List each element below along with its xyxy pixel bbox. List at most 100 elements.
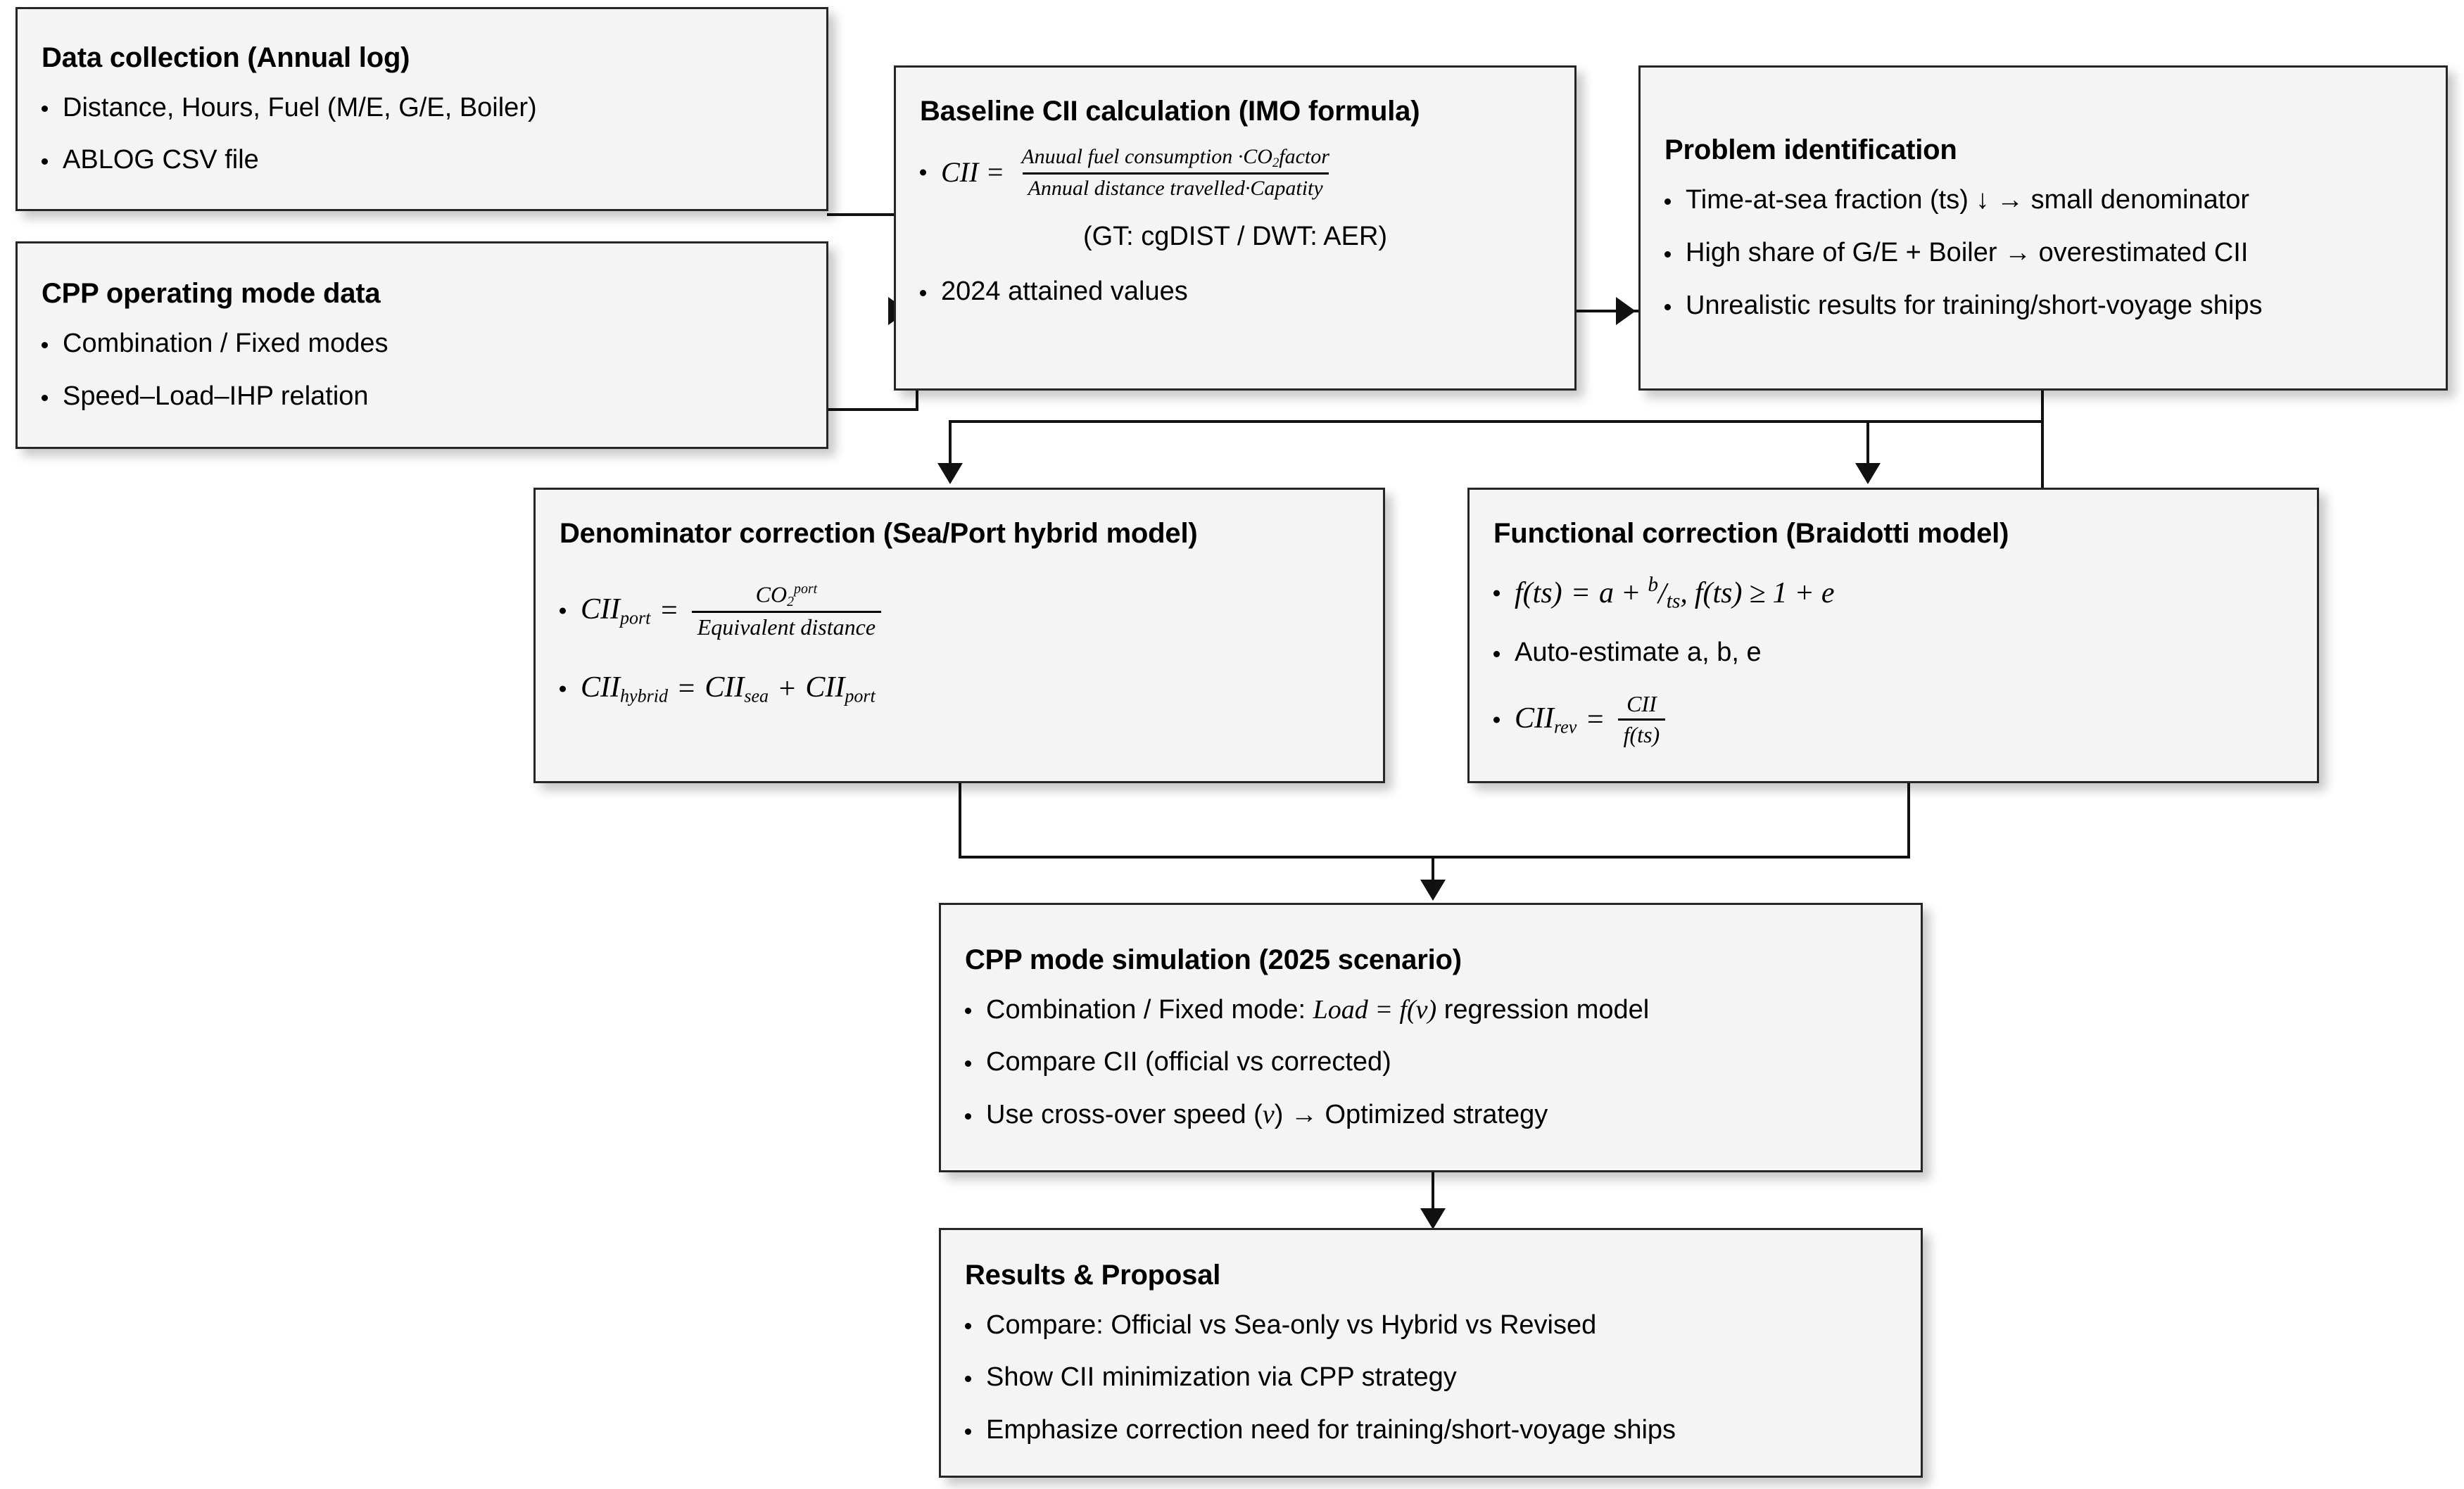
- formula-cii-baseline: CII = Anuual fuel consumption ·CO2factor…: [920, 146, 1550, 199]
- formula-plus-2: +: [1794, 577, 1814, 610]
- formula-f-ts: f(ts) = a + b/ts , f(ts) ≥ 1 + e: [1493, 574, 2293, 614]
- edge-functional-down: [1907, 781, 1910, 858]
- formula-equals: =: [985, 156, 1005, 189]
- node-title: Results & Proposal: [965, 1259, 1221, 1291]
- arrowhead-to-results: [1420, 1208, 1446, 1229]
- edge-split-left-down: [949, 420, 952, 466]
- co2-subscript: 2: [787, 593, 795, 609]
- bullet-dot-icon: [1664, 251, 1671, 258]
- edge-problem-down: [2041, 391, 2044, 493]
- bullet-text: Distance, Hours, Fuel (M/E, G/E, Boiler): [63, 92, 537, 122]
- formula-equals: =: [1570, 577, 1591, 610]
- bullet-text: Auto-estimate a, b, e: [1515, 638, 1762, 668]
- formula-equals: =: [676, 672, 697, 705]
- list-item: ABLOG CSV file: [42, 144, 802, 176]
- bullet-dot-icon: [965, 1008, 971, 1015]
- formula-geq: ≥: [1749, 577, 1766, 610]
- node-denominator-correction[interactable]: Denominator correction (Sea/Port hybrid …: [533, 488, 1385, 783]
- bullet-text: Time-at-sea fraction (ts) ↓ → small deno…: [1686, 185, 2250, 215]
- list-item: Distance, Hours, Fuel (M/E, G/E, Boiler): [42, 92, 802, 124]
- node-problem-identification[interactable]: Problem identification Time-at-sea fract…: [1638, 65, 2448, 391]
- list-item: Combination / Fixed mode: Load = f(v) re…: [965, 994, 1897, 1026]
- bullet-text: High share of G/E + Boiler → overestimat…: [1686, 237, 2249, 267]
- node-title: CPP operating mode data: [42, 278, 381, 310]
- formula-cii-port: CIIport = CO2port Equivalent distance: [560, 581, 1359, 640]
- formula-plus: +: [1621, 577, 1641, 610]
- math-load: Load: [1313, 994, 1368, 1025]
- formula-one: 1: [1772, 577, 1788, 610]
- node-cpp-mode-simulation[interactable]: CPP mode simulation (2025 scenario) Comb…: [939, 903, 1923, 1172]
- formula-row: f(ts) = a + b/ts , f(ts) ≥ 1 + e: [1515, 574, 2293, 614]
- list-item: Use cross-over speed (v) → Optimized str…: [965, 1099, 1897, 1131]
- list-item: Speed–Load–IHP relation: [42, 381, 802, 412]
- node-functional-correction[interactable]: Functional correction (Braidotti model) …: [1467, 488, 2319, 783]
- formula-row: CIIhybrid = CIIsea + CIIport: [581, 671, 1359, 707]
- formula-equals: =: [1585, 703, 1605, 736]
- formula-e: e: [1821, 577, 1835, 610]
- bullet-text: Combination / Fixed modes: [63, 329, 388, 359]
- bullet-text: Speed–Load–IHP relation: [63, 381, 369, 411]
- node-title: Baseline CII calculation (IMO formula): [920, 96, 1420, 127]
- list-item: Compare: Official vs Sea-only vs Hybrid …: [965, 1310, 1897, 1341]
- arrowhead-to-functional: [1855, 463, 1881, 484]
- node-title: Denominator correction (Sea/Port hybrid …: [560, 518, 1198, 549]
- node-title: Data collection (Annual log): [42, 42, 410, 73]
- formula-lhs-2: f(ts): [1694, 577, 1743, 610]
- bullet-dot-icon: [560, 685, 566, 692]
- formula-plus: +: [777, 672, 797, 705]
- arrowhead-to-denominator: [937, 463, 963, 484]
- edge-merge-to-cpp: [1432, 856, 1434, 884]
- list-item: Emphasize correction need for training/s…: [965, 1414, 1897, 1446]
- bullet-dot-icon: [965, 1113, 971, 1120]
- fraction-denominator: Equivalent distance: [691, 611, 882, 640]
- bullet-text-suffix: regression model: [1436, 994, 1650, 1025]
- fraction-denominator: f(ts): [1617, 718, 1666, 747]
- subscript-sea: sea: [744, 685, 769, 707]
- bullet-dot-icon: [965, 1060, 971, 1067]
- node-baseline-cii[interactable]: Baseline CII calculation (IMO formula) C…: [894, 65, 1577, 391]
- math-v: v: [1262, 1100, 1275, 1130]
- bullet-dot-icon: [42, 394, 48, 401]
- formula-lhs: f(ts): [1515, 577, 1562, 610]
- edge-denominator-down: [959, 781, 961, 858]
- slash-denominator: ts: [1666, 590, 1681, 613]
- bullet-dot-icon: [1664, 198, 1671, 205]
- math-equals: =: [1367, 994, 1400, 1025]
- bullet-text: Unrealistic results for training/short-v…: [1686, 290, 2263, 320]
- bullet-text: Compare: Official vs Sea-only vs Hybrid …: [986, 1310, 1597, 1340]
- bullet-list: Distance, Hours, Fuel (M/E, G/E, Boiler)…: [42, 92, 802, 177]
- slash-numerator: b: [1648, 573, 1659, 596]
- bullet-list: Compare: Official vs Sea-only vs Hybrid …: [965, 1310, 1897, 1446]
- bullet-dot-icon: [1493, 590, 1500, 597]
- bullet-dot-icon: [560, 607, 566, 614]
- node-cpp-operating-mode[interactable]: CPP operating mode data Combination / Fi…: [15, 241, 828, 449]
- bullet-dot-icon: [1493, 716, 1500, 723]
- list-item: Compare CII (official vs corrected): [965, 1046, 1897, 1078]
- node-title: Problem identification: [1664, 134, 1957, 166]
- formula-term-port: CIIport: [805, 671, 876, 707]
- bullet-list: Combination / Fixed mode: Load = f(v) re…: [965, 994, 1897, 1131]
- formula-comma: ,: [1680, 577, 1688, 610]
- bullet-dot-icon: [1664, 303, 1671, 310]
- node-data-collection[interactable]: Data collection (Annual log) Distance, H…: [15, 7, 828, 211]
- bullet-dot-icon: [42, 106, 48, 113]
- subscript-port: port: [620, 607, 651, 628]
- formula-row: CIIport = CO2port Equivalent distance: [581, 581, 1359, 640]
- bullet-text-prefix: Combination / Fixed mode:: [986, 994, 1313, 1025]
- node-title: Functional correction (Braidotti model): [1493, 518, 2009, 549]
- bullet-dot-icon: [920, 289, 926, 296]
- bullet-dot-icon: [42, 341, 48, 348]
- edge-split-right-down: [1866, 420, 1869, 466]
- formula-row: CII = Anuual fuel consumption ·CO2factor…: [941, 146, 1550, 199]
- formula-fraction: CO2port Equivalent distance: [691, 581, 882, 640]
- formula-fraction: CII f(ts): [1617, 692, 1666, 747]
- bullet-text: Emphasize correction need for training/s…: [986, 1415, 1676, 1445]
- formula-term-sea: CIIsea: [705, 671, 769, 707]
- bullet-text: Compare CII (official vs corrected): [986, 1047, 1391, 1077]
- bullet-text-prefix: Use cross-over speed (: [986, 1100, 1263, 1130]
- subscript-rev: rev: [1554, 716, 1577, 737]
- edge-data-collection-stub: [827, 213, 918, 216]
- bullet-dot-icon: [965, 1376, 971, 1383]
- arrowhead-to-problem: [1616, 297, 1636, 325]
- node-results-proposal[interactable]: Results & Proposal Compare: Official vs …: [939, 1228, 1923, 1478]
